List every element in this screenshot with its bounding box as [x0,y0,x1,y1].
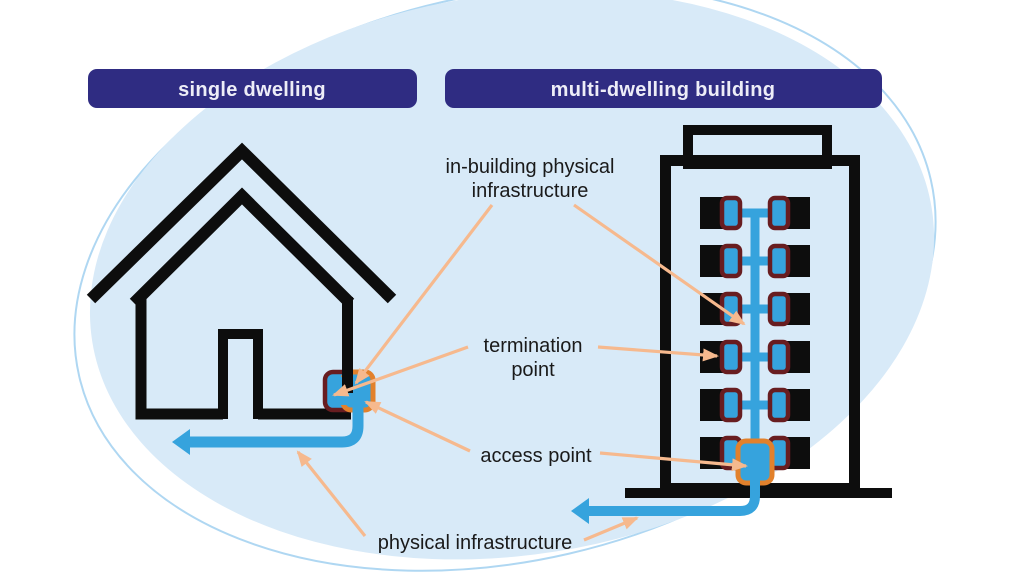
label-termination-point-line1: termination [484,335,583,357]
pointer-termination-to-house [332,345,469,397]
pointer-physical-to-house-cable [296,450,367,537]
house-door [218,329,263,419]
building [571,125,892,524]
house-roof-outer [86,142,397,304]
pointer-termination-to-building [597,345,719,362]
building-cable-arrowhead-icon [571,498,589,524]
pointer-access-to-building [599,451,748,472]
pointer-access-to-house [364,400,471,453]
pointer-inbuilding-to-house [354,204,494,385]
multi-dwelling-banner-box [445,69,882,108]
label-in-building-infrastructure-line1: in-building physical [446,156,615,178]
house-cable-arrowhead-icon [172,429,190,455]
single-dwelling-banner-box [88,69,417,108]
building-drop-cable [589,478,760,516]
house-drop-cable [190,406,364,448]
label-access-point: access point [480,445,592,467]
annotation-pointers [296,203,748,542]
multi-dwelling-banner: multi-dwelling building [445,69,882,108]
label-in-building-infrastructure-line2: infrastructure [472,180,589,202]
pointer-physical-to-building-cable [583,516,639,542]
label-physical-infrastructure: physical infrastructure [378,532,573,554]
building-access-point [735,438,775,486]
background-outline-ellipse [73,0,937,572]
single-dwelling-banner: single dwelling [88,69,417,108]
house [86,142,397,455]
pointer-inbuilding-to-riser [573,203,746,326]
single-dwelling-banner-label: single dwelling [178,79,326,101]
multi-dwelling-banner-label: multi-dwelling building [551,79,776,101]
house-walls [135,297,351,420]
annotation-labels: in-building physical infrastructure term… [378,156,615,554]
label-termination-point-line2: point [511,359,555,381]
house-roof-inner [129,187,355,308]
